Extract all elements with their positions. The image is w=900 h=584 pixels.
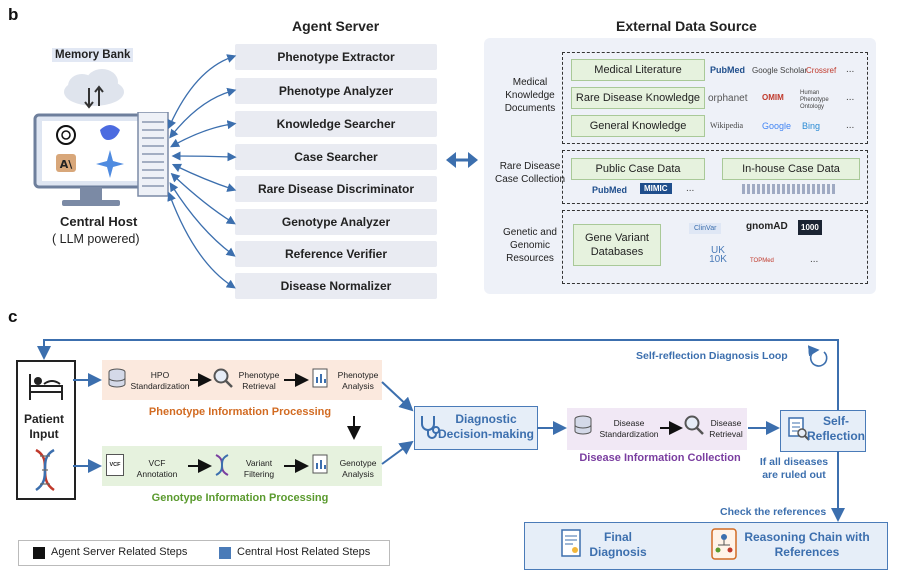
cloud-icon — [64, 69, 124, 109]
filter-dna-icon — [215, 454, 229, 476]
mimic-logo: MIMIC — [640, 183, 672, 194]
orphanet-logo: orphanet — [708, 93, 748, 104]
hospital-logo — [742, 184, 836, 194]
pubmed-logo: PubMed — [592, 185, 627, 195]
self-reflection-label: Self-Reflection — [806, 414, 865, 443]
uk10k-logo: UK 10K — [709, 245, 727, 265]
phenotype-analysis-label: Phenotype Analysis — [337, 370, 379, 391]
disease-standardization-label: Disease Standardization — [599, 418, 659, 439]
case-group-box — [562, 150, 868, 204]
agent-disease-normalizer: Disease Normalizer — [235, 273, 437, 299]
omim-logo: OMIM — [762, 93, 784, 102]
panel-b-letter: b — [8, 5, 19, 24]
host-agent-arrows — [167, 54, 478, 289]
hpo-standardization-label: HPO Standardization — [130, 370, 190, 391]
patient-input-label: Patient Input — [23, 412, 64, 441]
memory-bank-label: Memory Bank — [52, 48, 134, 62]
crossref-logo: Crossref — [806, 66, 837, 75]
agent-phenotype-extractor: Phenotype Extractor — [235, 44, 437, 70]
vcf-annotation-label: VCF Annotation — [136, 458, 178, 479]
svg-text:A\: A\ — [60, 158, 74, 171]
general-knowledge-box: General Knowledge — [571, 115, 705, 137]
public-case-data-box: Public Case Data — [571, 158, 705, 180]
bing-logo: Bing — [802, 121, 821, 131]
computer-icon: A\ — [33, 112, 169, 206]
agent-case-searcher: Case Searcher — [235, 144, 437, 170]
magnifier-icon — [213, 368, 233, 388]
magnifier-icon — [684, 415, 704, 435]
final-diagnosis-label: Final Diagnosis — [589, 530, 647, 559]
checklist-icon — [788, 417, 810, 441]
central-host-sublabel: ( LLM powered) — [52, 232, 140, 246]
variant-filtering-label: Variant Filtering — [243, 458, 275, 479]
inhouse-case-data-box: In-house Case Data — [722, 158, 860, 180]
legend-host-steps: Central Host Related Steps — [237, 546, 371, 558]
agent-phenotype-analyzer: Phenotype Analyzer — [235, 78, 437, 104]
pubmed-logo: PubMed — [710, 65, 745, 75]
phenotype-processing-title: Phenotype Information Processing — [148, 406, 332, 418]
gnomad-logo: gnomAD — [746, 221, 788, 232]
genetic-group-label: Genetic and Genomic Resources — [503, 227, 557, 264]
reasoning-chain-icon — [711, 528, 737, 560]
gene-variant-databases-box: Gene Variant Databases — [573, 224, 661, 266]
rare-disease-knowledge-box: Rare Disease Knowledge — [571, 87, 705, 109]
genotype-processing-title: Genotype Information Processing — [151, 492, 329, 504]
genotype-analysis-label: Genotype Analysis — [339, 458, 377, 479]
1000-genomes-logo: 1000 — [798, 220, 822, 235]
dna-icon — [35, 448, 55, 492]
disease-info-title: Disease Information Collection — [579, 452, 741, 464]
ruled-out-label: If all diseases are ruled out — [759, 456, 829, 481]
flow-arrows — [37, 339, 845, 522]
disease-process-bg — [567, 408, 747, 450]
vcf-file-icon: VCF — [106, 454, 124, 476]
stethoscope-icon — [421, 416, 440, 439]
more-logo: ... — [846, 92, 855, 103]
database-icon — [108, 368, 126, 388]
legend: Agent Server Related Steps Central Host … — [18, 540, 390, 566]
patient-bed-icon — [29, 374, 63, 400]
final-output-box — [524, 522, 888, 570]
external-data-title: External Data Source — [616, 18, 757, 34]
google-scholar-logo: Google Scholar — [752, 66, 808, 75]
hpo-logo: Human Phenotype Ontology — [800, 90, 829, 110]
wikipedia-logo: Wikipedia — [710, 121, 743, 130]
agent-server-title: Agent Server — [292, 18, 380, 34]
reasoning-chain-label: Reasoning Chain with References — [744, 530, 870, 559]
agent-rare-disease-discriminator: Rare Disease Discriminator — [235, 176, 437, 202]
panel-c-letter: c — [8, 307, 18, 326]
report-icon — [312, 454, 328, 474]
legend-agent-steps: Agent Server Related Steps — [51, 546, 188, 558]
diagnostic-decision-label: Diagnostic Decision-making — [437, 412, 535, 441]
central-host-label: Central Host — [60, 214, 138, 229]
agent-reference-verifier: Reference Verifier — [235, 241, 437, 267]
more-logo: ... — [846, 120, 855, 131]
medical-literature-box: Medical Literature — [571, 59, 705, 81]
phenotype-retrieval-label: Phenotype Retrieval — [238, 370, 280, 391]
case-group-label: Rare Disease Case Collection — [494, 161, 566, 185]
disease-retrieval-label: Disease Retrieval — [709, 418, 743, 439]
legend-black-swatch — [33, 547, 45, 559]
more-logo: ... — [846, 64, 855, 75]
topmed-logo: TOPMed — [750, 258, 774, 264]
genetic-group-box — [562, 210, 868, 284]
phenotype-process-bg — [102, 360, 382, 400]
legend-blue-swatch — [219, 547, 231, 559]
certificate-icon — [561, 529, 581, 557]
loop-label: Self-reflection Diagnosis Loop — [636, 350, 788, 362]
more-logo: ... — [810, 254, 819, 265]
agent-knowledge-searcher: Knowledge Searcher — [235, 111, 437, 137]
medical-group-box — [562, 52, 868, 144]
medical-group-label: Medical Knowledge Documents — [504, 77, 556, 114]
google-logo: Google — [762, 121, 792, 131]
database-icon — [574, 415, 592, 435]
clinvar-logo: ClinVar — [689, 223, 722, 234]
more-logo: ... — [686, 183, 695, 194]
check-references-label: Check the references — [720, 506, 827, 518]
agent-genotype-analyzer: Genotype Analyzer — [235, 209, 437, 235]
report-icon — [312, 368, 328, 388]
genotype-process-bg — [102, 446, 382, 486]
